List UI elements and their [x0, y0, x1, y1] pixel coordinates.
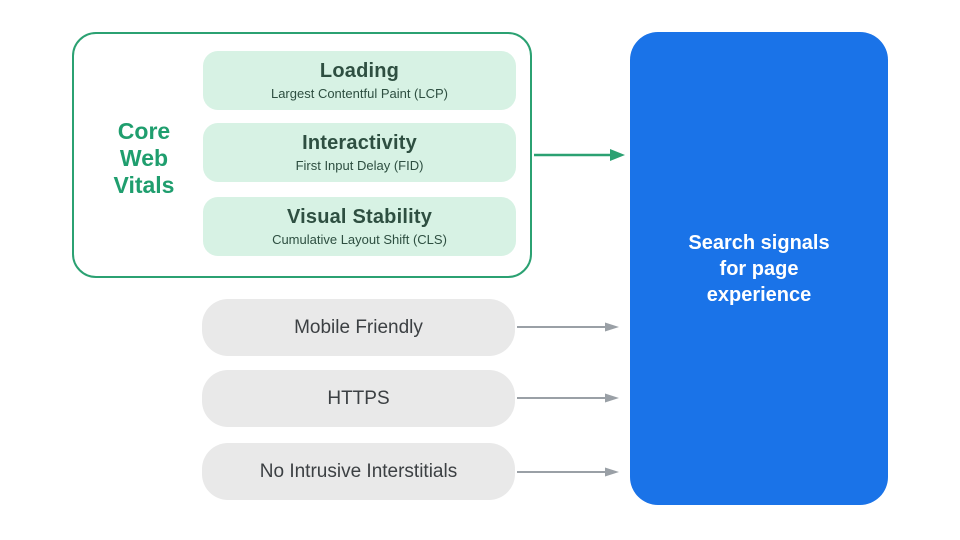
- search-signals-label-line: experience: [706, 283, 812, 306]
- vital-card-title: Loading: [319, 60, 400, 82]
- arrow-https: [517, 393, 619, 403]
- search-signals-label-line: Search signals: [688, 231, 830, 254]
- signal-label: HTTPS: [327, 387, 390, 409]
- vital-card-subtitle: First Input Delay (FID): [295, 158, 424, 173]
- vital-card-loading: Loading Largest Contentful Paint (LCP): [203, 51, 516, 110]
- search-signals-panel: Search signals for page experience: [630, 32, 888, 505]
- signal-https: HTTPS: [202, 370, 515, 427]
- signal-mobile-friendly: Mobile Friendly: [202, 299, 515, 356]
- arrow-mobile-friendly: [517, 322, 619, 332]
- arrow-head: [610, 149, 625, 161]
- core-web-vitals-label-line: Web: [119, 145, 169, 171]
- search-signals-label: Search signals for page experience: [688, 230, 829, 308]
- vital-card-interactivity: Interactivity First Input Delay (FID): [203, 123, 516, 182]
- vital-card-subtitle: Largest Contentful Paint (LCP): [270, 86, 449, 101]
- core-web-vitals-container: Core Web Vitals Loading Largest Contentf…: [72, 32, 532, 278]
- signal-no-intrusive-interstitials: No Intrusive Interstitials: [202, 443, 515, 500]
- arrow-core-web-vitals: [534, 149, 625, 161]
- core-web-vitals-label-line: Core: [117, 118, 171, 144]
- search-signals-label-line: for page: [719, 257, 799, 280]
- arrow-head: [605, 393, 619, 403]
- arrow-head: [605, 467, 619, 477]
- vital-card-title: Visual Stability: [286, 206, 433, 228]
- arrow-head: [605, 322, 619, 332]
- core-web-vitals-label: Core Web Vitals: [96, 118, 192, 199]
- core-web-vitals-label-line: Vitals: [113, 172, 175, 198]
- signal-label: No Intrusive Interstitials: [259, 460, 458, 482]
- vital-card-visual-stability: Visual Stability Cumulative Layout Shift…: [203, 197, 516, 256]
- vital-card-title: Interactivity: [302, 132, 417, 154]
- signal-label: Mobile Friendly: [294, 316, 423, 338]
- arrow-no-intrusive-interstitials: [517, 467, 619, 477]
- vital-card-subtitle: Cumulative Layout Shift (CLS): [272, 232, 447, 247]
